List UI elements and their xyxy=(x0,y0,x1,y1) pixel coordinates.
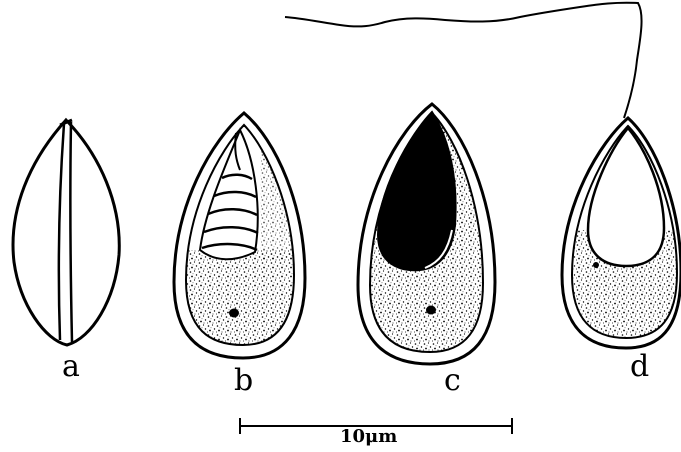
label-a: a xyxy=(62,352,80,382)
spore-d-polar-tube xyxy=(285,3,642,118)
spore-a-wall xyxy=(13,120,119,345)
spore-c-nucleus xyxy=(426,306,436,315)
spore-c xyxy=(358,104,495,364)
scale-bar-label: 10μm xyxy=(340,428,397,446)
label-d: d xyxy=(630,352,649,382)
label-c: c xyxy=(444,366,461,396)
label-b: b xyxy=(234,366,253,396)
spore-a xyxy=(13,120,119,345)
spore-b xyxy=(174,113,305,358)
spore-c-posterior-vacuole xyxy=(378,112,456,270)
spore-b-nucleus xyxy=(229,309,239,318)
